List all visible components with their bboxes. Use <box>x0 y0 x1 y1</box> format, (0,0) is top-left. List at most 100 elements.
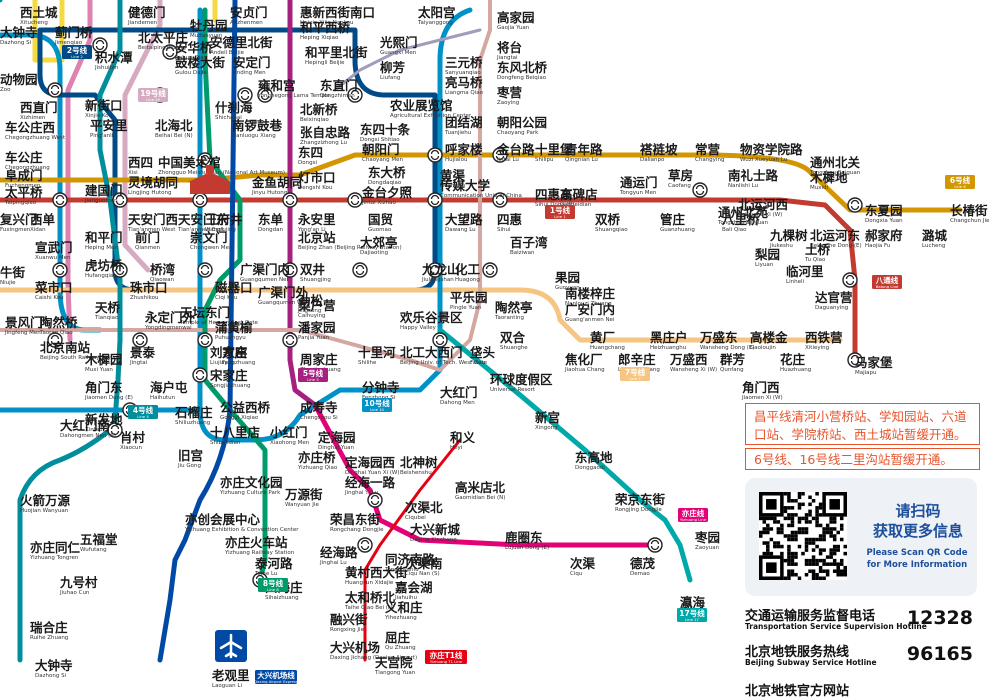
transfer-station-icon[interactable] <box>52 262 68 278</box>
transfer-station-icon[interactable] <box>92 37 108 53</box>
transfer-station-icon[interactable] <box>647 537 663 553</box>
transfer-station-icon[interactable] <box>492 147 508 163</box>
qr-code[interactable] <box>759 492 847 580</box>
transfer-station-icon[interactable] <box>357 537 373 553</box>
transfer-station-icon[interactable] <box>47 332 63 348</box>
transfer-station-icon[interactable] <box>352 262 368 278</box>
transfer-station-icon[interactable] <box>197 332 213 348</box>
transfer-station-icon[interactable] <box>197 152 213 168</box>
transfer-station-icon[interactable] <box>347 87 363 103</box>
transfer-station-icon[interactable] <box>192 367 208 383</box>
transfer-station-icon[interactable] <box>847 352 863 368</box>
transfer-station-icon[interactable] <box>192 192 208 208</box>
transfer-station-icon[interactable] <box>162 44 178 60</box>
transfer-station-icon[interactable] <box>492 192 508 208</box>
transfer-station-icon[interactable] <box>282 262 298 278</box>
transfer-station-icon[interactable] <box>282 192 298 208</box>
station-label[interactable]: 分钟寺Fenzhong Si <box>362 380 400 401</box>
transfer-station-icon[interactable] <box>427 192 443 208</box>
